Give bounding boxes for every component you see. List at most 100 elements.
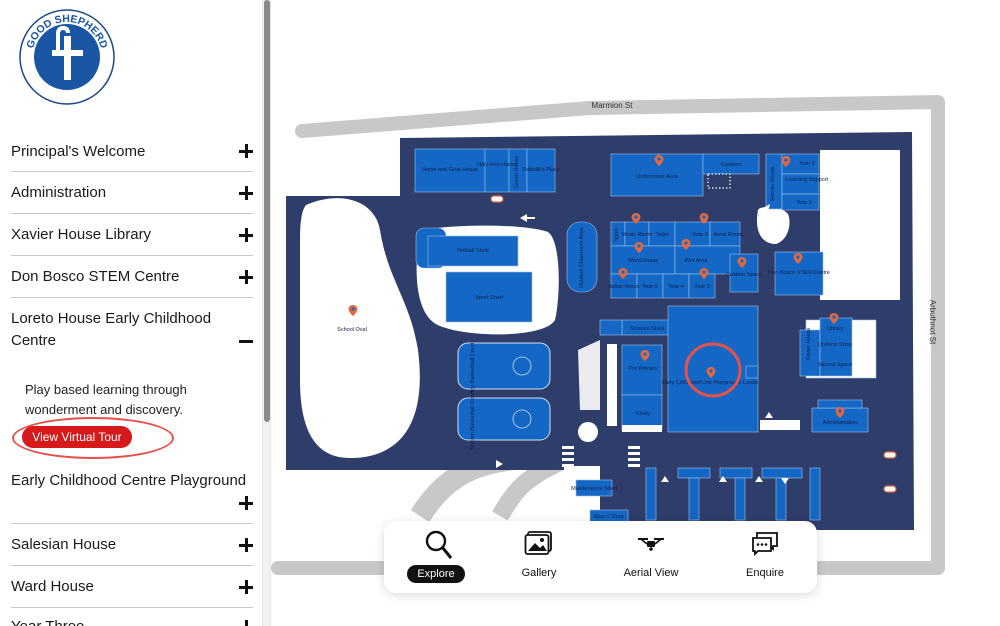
nav-enquire-label: Enquire — [746, 567, 784, 579]
accordion-ecc-playground[interactable]: Early Childhood Centre Playground — [11, 470, 253, 524]
accordion-label: Don Bosco STEM Centre — [11, 268, 180, 285]
svg-text:Year 1: Year 1 — [796, 200, 812, 206]
basketball-courts — [457, 342, 551, 441]
bottom-nav: Explore Gallery Aerial View — [384, 521, 817, 593]
nav-explore[interactable]: Explore — [394, 529, 484, 587]
svg-text:Undercover Area: Undercover Area — [636, 174, 678, 180]
plus-icon[interactable] — [239, 144, 253, 158]
svg-text:Maintenance Shed: Maintenance Shed — [571, 486, 617, 492]
svg-text:Toilet: Toilet — [656, 232, 669, 238]
accordion-loreto-house[interactable]: Loreto House Early Childhood Centre — [11, 308, 253, 368]
scrollbar-thumb[interactable] — [264, 0, 270, 422]
shepherd-crook-cross-icon — [52, 25, 83, 80]
nav-aerial-view[interactable]: Aerial View — [606, 529, 696, 587]
accordion-label: Loreto House Early Childhood Centre — [11, 310, 212, 349]
svg-text:Uniform Shop: Uniform Shop — [818, 342, 852, 348]
plus-icon[interactable] — [239, 186, 253, 200]
view-virtual-tour-button[interactable]: View Virtual Tour — [22, 426, 132, 448]
accordion-xavier-house-library[interactable]: Xavier House Library — [11, 224, 253, 256]
svg-text:Italian Room: Italian Room — [609, 284, 640, 290]
gallery-icon — [524, 531, 552, 555]
svg-text:Xavier House: Xavier House — [806, 327, 812, 360]
plus-icon[interactable] — [239, 620, 253, 626]
nav-aerial-view-label: Aerial View — [623, 567, 679, 579]
accordion-label: Xavier House Library — [11, 226, 152, 243]
svg-text:Sport Shed: Sport Shed — [475, 295, 503, 301]
svg-text:Sport: Sport — [614, 228, 620, 242]
school-logo[interactable]: GOOD SHEPHERD KELMSCOTT — [18, 8, 116, 106]
svg-text:Kindy: Kindy — [636, 411, 650, 417]
plus-icon[interactable] — [239, 538, 253, 552]
svg-text:Sorcau House: Sorcau House — [770, 167, 776, 202]
svg-text:Administration: Administration — [823, 420, 858, 426]
svg-text:Pre Primary: Pre Primary — [628, 366, 657, 372]
sidebar-scrollbar[interactable] — [262, 0, 271, 626]
campus-map[interactable]: Marmion St Arbuthnot St — [271, 0, 1000, 626]
svg-text:Don Bosco STEM Centre: Don Bosco STEM Centre — [768, 270, 830, 276]
svg-text:Learning Support: Learning Support — [786, 177, 829, 183]
accordion-salesian-house[interactable]: Salesian House — [11, 534, 253, 566]
accordion-principals-welcome[interactable]: Principal's Welcome — [11, 140, 253, 172]
svg-text:Bend Room: Bend Room — [713, 232, 742, 238]
plus-icon[interactable] — [239, 228, 253, 242]
svg-text:Outdoor Space: Outdoor Space — [726, 272, 763, 278]
svg-text:Year 4: Year 4 — [668, 284, 684, 290]
map-labels: Horse and Goat House Holy Hen House Gree… — [337, 156, 857, 520]
svg-text:Year 3: Year 3 — [694, 284, 710, 290]
svg-text:Science Shed: Science Shed — [630, 326, 664, 332]
accordion-don-bosco-stem[interactable]: Don Bosco STEM Centre — [11, 266, 253, 298]
accordion-year-three[interactable]: Year Three — [11, 616, 253, 626]
svg-text:Green House: Green House — [514, 156, 520, 189]
svg-text:Year 6: Year 6 — [692, 232, 708, 238]
svg-text:Bottom Basketball Court: Bottom Basketball Court — [470, 390, 476, 450]
nav-gallery-label: Gallery — [521, 567, 557, 579]
magnifier-icon — [425, 530, 453, 559]
chat-bubbles-icon — [752, 532, 778, 557]
accordion-administration[interactable]: Administration — [11, 182, 253, 214]
gate-icons — [490, 195, 897, 493]
svg-text:Wet Area: Wet Area — [685, 258, 708, 264]
nav-explore-label: Explore — [407, 565, 465, 583]
accordion-label: Administration — [11, 184, 107, 201]
map-highlight-ring — [684, 342, 742, 398]
plus-icon[interactable] — [239, 496, 253, 510]
svg-text:Outdoor Classroom Area: Outdoor Classroom Area — [579, 227, 585, 288]
pedestrian-crossings — [562, 446, 640, 467]
accordion-label: Year Three — [11, 616, 84, 626]
drone-icon — [638, 538, 664, 551]
svg-text:School Oval: School Oval — [337, 327, 367, 333]
accordion-label: Early Childhood Centre Playground — [11, 472, 247, 489]
plus-icon[interactable] — [239, 580, 253, 594]
svg-text:Netball Shed: Netball Shed — [457, 248, 489, 254]
svg-text:Year 5: Year 5 — [642, 284, 658, 290]
minus-icon[interactable] — [239, 334, 253, 348]
svg-text:Ward House: Ward House — [628, 258, 658, 264]
svg-text:Year 2: Year 2 — [799, 161, 815, 167]
campus-map-svg: Marmion St Arbuthnot St — [271, 95, 945, 575]
svg-text:Canteen: Canteen — [721, 162, 742, 168]
svg-text:Music Room: Music Room — [622, 232, 653, 238]
svg-text:Holy Hen House: Holy Hen House — [477, 162, 517, 168]
svg-text:Library: Library — [827, 326, 844, 332]
accordion-ward-house[interactable]: Ward House — [11, 576, 253, 608]
plus-icon[interactable] — [239, 270, 253, 284]
svg-text:Sacred Space: Sacred Space — [818, 362, 853, 368]
accordion-description: Play based learning through wonderment a… — [25, 382, 187, 417]
paths-decor — [578, 173, 800, 442]
svg-text:Horse and Goat House: Horse and Goat House — [422, 167, 478, 173]
street-marmion: Marmion St — [592, 101, 634, 110]
svg-text:Top Basketball Court: Top Basketball Court — [470, 342, 476, 393]
direction-arrows — [457, 204, 789, 506]
nav-enquire[interactable]: Enquire — [720, 529, 810, 587]
svg-text:Tiddalik's Place: Tiddalik's Place — [522, 167, 560, 173]
highlight-ring — [12, 417, 174, 459]
accordion-label: Principal's Welcome — [11, 143, 146, 160]
sidebar: GOOD SHEPHERD KELMSCOTT Principal's Welc… — [0, 0, 262, 626]
svg-text:Early Childhood Unit Playgroun: Early Childhood Unit Playground Loreto — [662, 380, 759, 386]
street-arbuthnot: Arbuthnot St — [928, 300, 937, 345]
accordion-label: Ward House — [11, 578, 94, 595]
svg-text:Kiss n' Drop: Kiss n' Drop — [594, 514, 623, 520]
nav-gallery[interactable]: Gallery — [494, 529, 584, 587]
accordion-label: Salesian House — [11, 536, 117, 553]
